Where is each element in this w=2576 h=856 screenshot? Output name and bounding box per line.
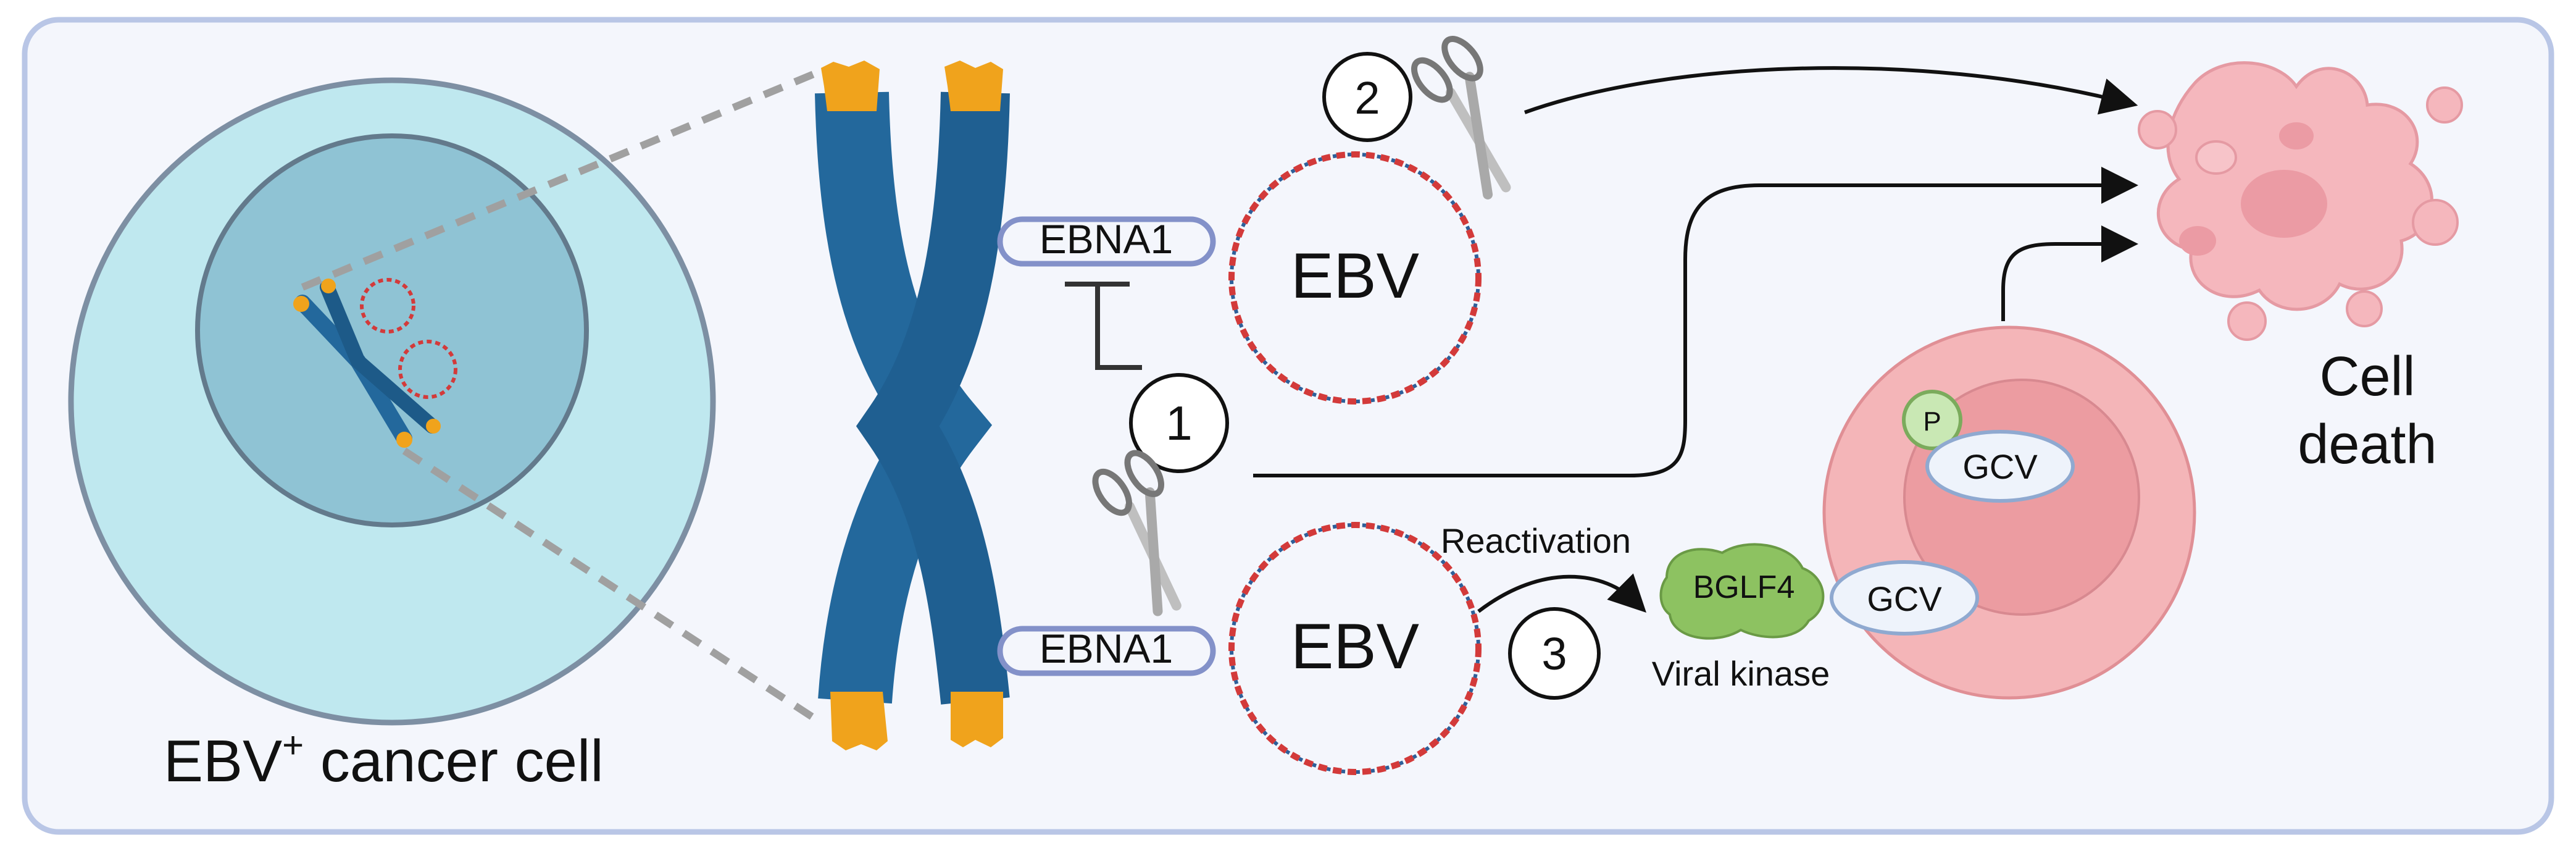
arrow-step1-to-death	[1253, 167, 2138, 477]
step-1: 1	[1129, 373, 1229, 473]
arrow-cell-to-death	[2001, 225, 2138, 321]
svg-text:P: P	[1923, 406, 1941, 437]
chromosome	[815, 61, 1010, 750]
phosphate-badge: P	[1902, 390, 1962, 450]
ebv-episome-bottom: EBV	[1228, 522, 1482, 775]
svg-text:EBV: EBV	[1291, 240, 1419, 312]
ebna1-top: EBNA1	[997, 216, 1216, 267]
cell-death-label-line1: Cell	[2319, 346, 2415, 408]
svg-text:BGLF4: BGLF4	[1693, 569, 1795, 605]
step-3: 3	[1508, 607, 1601, 700]
svg-text:EBNA1: EBNA1	[1040, 216, 1173, 262]
cell-caption: EBV+ cancer cell	[164, 724, 604, 794]
zoom-line-top	[301, 67, 823, 291]
cell-death-label-line2: death	[2298, 414, 2436, 476]
ebv-episome-top: EBV	[1228, 151, 1482, 405]
svg-text:GCV: GCV	[1962, 447, 2038, 486]
svg-text:EBV: EBV	[1291, 611, 1419, 682]
dying-cell	[2138, 61, 2463, 341]
viral-kinase-label: Viral kinase	[1652, 654, 1830, 693]
arrow-step2-to-death	[1524, 66, 2138, 115]
arrow-reactivation	[1477, 573, 1646, 613]
inhibition-icon	[1065, 282, 1142, 370]
gcv-inner: GCV	[1925, 430, 2075, 503]
gcv-outer: GCV	[1830, 560, 1979, 636]
small-chromosome	[293, 279, 441, 448]
svg-text:2: 2	[1354, 72, 1380, 124]
svg-text:3: 3	[1541, 628, 1567, 679]
target-cell	[1822, 325, 2196, 700]
scissors-icon	[1411, 36, 1511, 199]
scissors-icon	[1092, 450, 1182, 616]
bglf4-kinase: BGLF4	[1659, 543, 1825, 640]
svg-text:EBNA1: EBNA1	[1040, 626, 1173, 671]
svg-text:1: 1	[1165, 396, 1192, 450]
ebna1-bottom: EBNA1	[997, 626, 1216, 676]
zoom-line-bottom	[402, 447, 823, 726]
mini-episome	[398, 340, 457, 399]
mini-episome	[360, 278, 415, 334]
reactivation-label: Reactivation	[1441, 521, 1631, 560]
step-2: 2	[1322, 52, 1412, 142]
cancer-cell: EBV+ cancer cell	[68, 77, 716, 794]
svg-text:GCV: GCV	[1867, 579, 1942, 618]
